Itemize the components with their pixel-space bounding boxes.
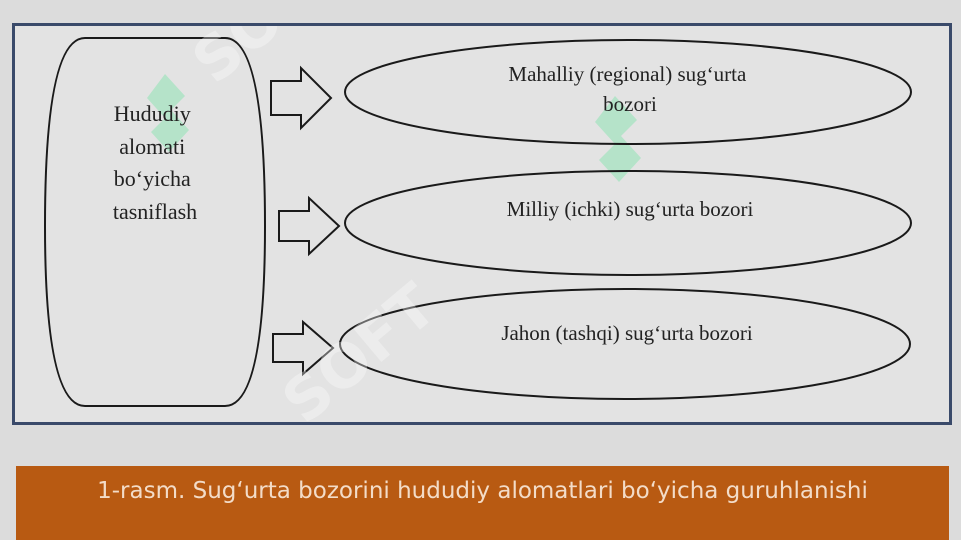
- source-node-label: Hududiy alomati bo‘yicha tasniflash: [113, 101, 197, 224]
- watermark-logo-right: [595, 96, 641, 182]
- source-line-2: alomati: [119, 134, 185, 159]
- target-node-1-label: Mahalliy (regional) sug‘urta bozori: [508, 62, 751, 116]
- diagram-canvas: Hududiy alomati bo‘yicha tasniflash Maha…: [43, 26, 912, 422]
- source-line-3: bo‘yicha: [114, 166, 191, 191]
- arrow-to-target-2: [278, 195, 341, 257]
- target-node-3-shape: [339, 288, 911, 400]
- arrow-to-target-1: [270, 65, 333, 131]
- watermark-logo-left: [147, 74, 189, 152]
- target-node-2-shape: [344, 170, 912, 276]
- figure-caption-bar: 1-rasm. Sug‘urta bozorini hududiy alomat…: [16, 466, 949, 540]
- source-line-4: tasniflash: [113, 199, 197, 224]
- target-node-2-label: Milliy (ichki) sug‘urta bozori: [507, 197, 754, 221]
- source-line-1: Hududiy: [114, 101, 191, 126]
- target-1-line-1: Mahalliy (regional) sug‘urta: [508, 62, 747, 86]
- arrow-to-target-3: [272, 319, 335, 377]
- source-node-shape: [43, 37, 267, 407]
- target-node-1-shape: [344, 39, 912, 145]
- target-node-3-label: Jahon (tashqi) sug‘urta bozori: [501, 321, 753, 345]
- target-3-line-1: Jahon (tashqi) sug‘urta bozori: [501, 321, 753, 345]
- figure-caption: 1-rasm. Sug‘urta bozorini hududiy alomat…: [97, 478, 868, 504]
- watermark-text-top: SOFT: [180, 26, 360, 97]
- target-1-line-2: bozori: [603, 92, 657, 116]
- diagram-frame: Hududiy alomati bo‘yicha tasniflash Maha…: [12, 23, 952, 425]
- target-2-line-1: Milliy (ichki) sug‘urta bozori: [507, 197, 754, 221]
